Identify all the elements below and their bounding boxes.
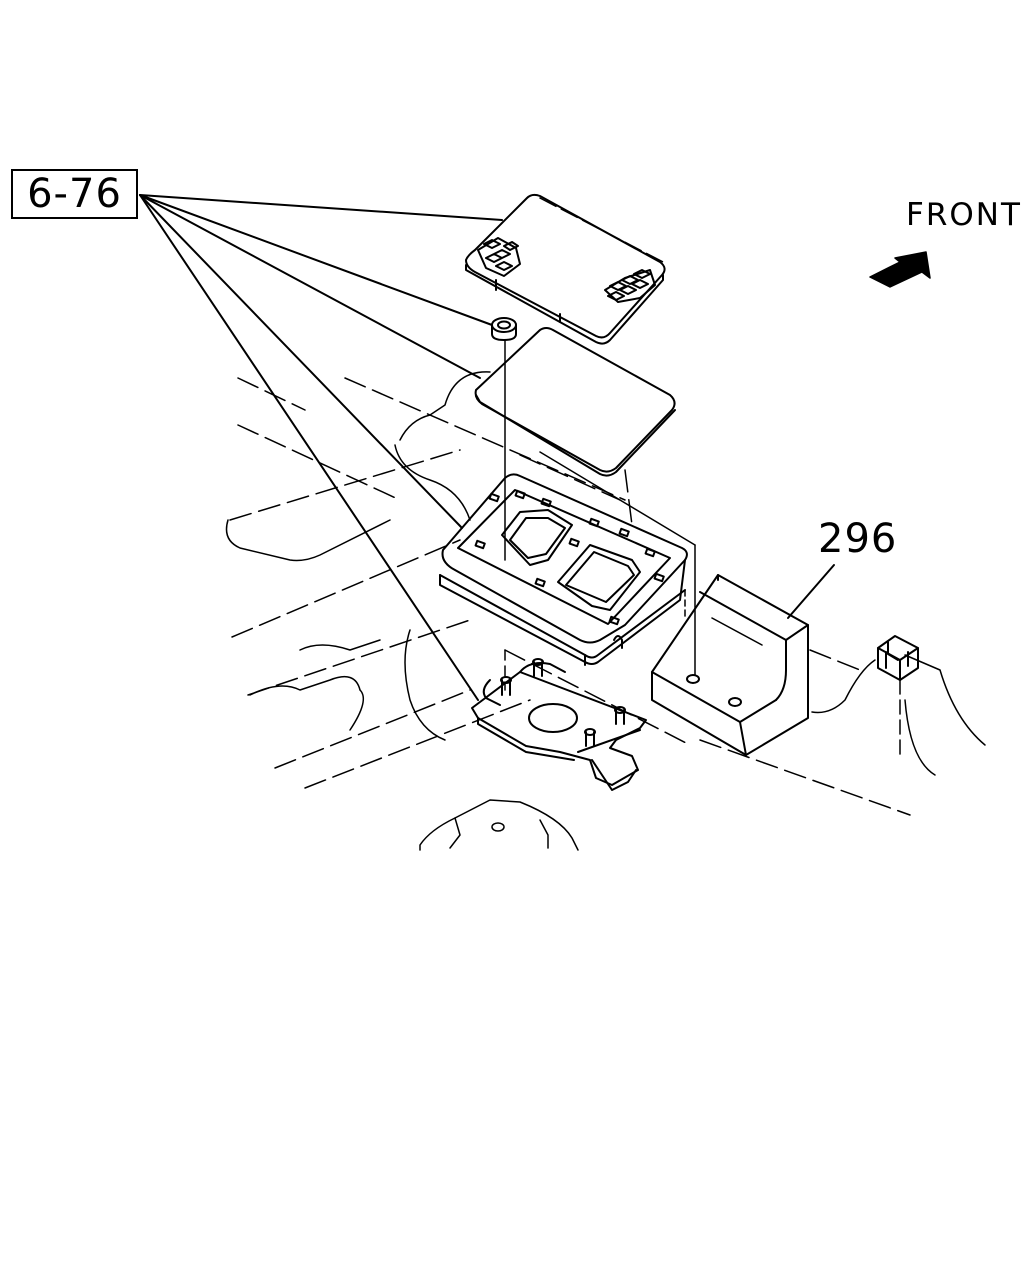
part-296-leader [788,565,834,618]
reference-callout-6-76: 6-76 [11,169,138,219]
mounting-studs [501,659,625,746]
front-arrow-icon [870,252,930,287]
mounting-bracket-296 [652,575,808,755]
front-orientation-label: FRONT [906,197,1022,233]
chassis-contours [227,372,986,850]
lower-mounting-plate [472,663,646,790]
chassis-phantom-lines [230,378,910,815]
grommet-nut [492,318,516,340]
fuse-box-lid [466,195,665,344]
gasket-plate [476,328,675,476]
part-number-296: 296 [818,516,898,562]
retaining-clip [878,636,918,680]
fuse-box-body [440,474,687,665]
reference-callout-text: 6-76 [27,171,122,217]
callout-leader-lines [140,195,502,700]
